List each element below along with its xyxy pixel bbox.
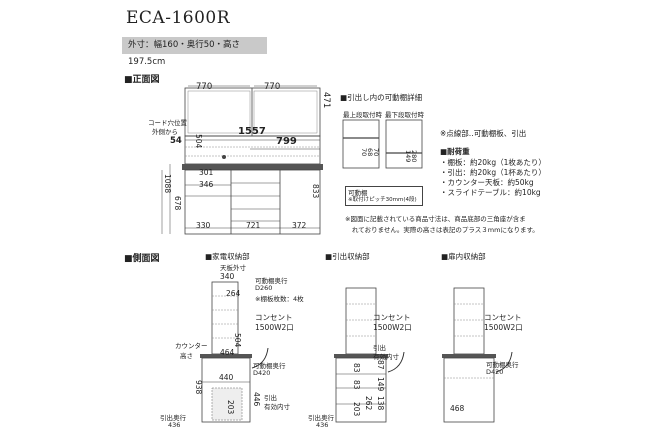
dim-b-2: 280 (410, 150, 418, 163)
dim-a-1: 70 (360, 148, 368, 157)
drawer-depth-label: 引出奥行 (160, 414, 186, 422)
dim-w340: 340 (220, 272, 235, 281)
cord-label-2: 外側から (152, 128, 178, 136)
dim-d264: 264 (226, 289, 241, 298)
outlet-label-3: コンセント (484, 313, 522, 322)
dim-b-1: 149 (404, 150, 412, 163)
door-shelf-depth-value: D420 (486, 368, 504, 376)
outlet-label-2: コンセント (373, 313, 411, 322)
appliance-side-drawing (200, 281, 269, 423)
dim-h504: 504 (194, 134, 203, 149)
front-view-drawing (161, 85, 323, 235)
dim-upper-right: 770 (264, 82, 281, 92)
outlet-spec-3: 1500W2口 (484, 323, 523, 332)
load-item-4: ・スライドテーブル：約10kg (440, 188, 541, 197)
top-outer-label: 天板外寸 (220, 264, 246, 272)
cord-hole-marker (222, 155, 226, 159)
dim-w372: 372 (292, 221, 307, 230)
dotted-note: ※点線部‥可動棚板、引出 (440, 129, 527, 138)
dim-shelf-width: 799 (276, 136, 297, 147)
dim-a-2: 68 (366, 148, 374, 157)
dim-w330: 330 (196, 221, 211, 230)
dim-a-3: 70 (372, 148, 380, 157)
dim-h203: 203 (226, 400, 235, 415)
drawer-inner-label-2: 有効内寸 (373, 353, 399, 361)
dim-h446: 446 (252, 392, 261, 407)
cord-value: 54 (170, 136, 182, 146)
drawer-dim-4: 262 (364, 396, 373, 411)
cord-label-1: コード穴位置 (148, 119, 187, 127)
pitch-note: ※取付けピッチ30mm(4段) (348, 197, 417, 203)
dim-total-width: 1557 (238, 126, 266, 137)
front-view-title: ■正面図 (124, 75, 160, 85)
dimensions-bar: 外寸：幅160・奥行50・高さ197.5cm (122, 37, 267, 67)
load-item-2: ・引出：約20kg（1杯あたり） (440, 168, 546, 177)
dim-w721: 721 (246, 221, 261, 230)
outlet-spec-1: 1500W2口 (255, 323, 294, 332)
shelf2-depth: D420 (253, 369, 271, 377)
drawer2-depth-label: 引出奥行 (308, 414, 334, 422)
note-line-2: れておりません。実際の高さは表記のプラス３mmになります。 (352, 226, 539, 234)
drawer-detail-drawing (342, 119, 423, 169)
drawer-inner-label-1: 引出 (373, 344, 386, 352)
dim-h938: 938 (194, 380, 203, 395)
label-top-mount: 最上段取付時 (343, 111, 382, 119)
model-number: ECA-1600R (126, 8, 231, 28)
shelf-depth-value: D260 (255, 284, 273, 292)
drawer-dim-2: 149 (376, 377, 385, 392)
drawer-section-title: ■引出収納部 (325, 252, 370, 261)
dim-w468: 468 (450, 404, 465, 413)
drawer-inner-1: 引出 (264, 394, 277, 402)
drawer-inner-2: 有効内寸 (264, 403, 290, 411)
door-shelf-depth-label: 可動棚奥行 (486, 361, 519, 369)
drawer-dim-3: 138 (376, 396, 385, 411)
movable-shelf-label: 可動棚 (348, 189, 368, 197)
dim-upper-left: 770 (196, 82, 213, 92)
door-side-drawing (442, 287, 513, 423)
dim-w464: 464 (220, 348, 235, 357)
label-bottom-mount: 最下段取付時 (385, 111, 424, 119)
side-view-title: ■側面図 (124, 254, 160, 264)
dim-h346: 346 (199, 180, 214, 189)
dim-h301: 301 (199, 168, 214, 177)
outlet-spec-2: 1500W2口 (373, 323, 412, 332)
movable-shelf-box: 可動棚 ※取付けピッチ30mm(4段) (345, 186, 423, 206)
load-title: ■耐荷重 (440, 147, 470, 156)
drawer-inner-dim-3: 203 (352, 402, 361, 417)
dim-h678: 678 (173, 196, 182, 211)
note-line-1: ※図面に記載されている商品寸法は、商品底部の三角座が含ま (345, 215, 526, 223)
appliance-title: ■家電収納部 (205, 252, 250, 261)
outlet-label-1: コンセント (255, 313, 293, 322)
drawer-dim-1: 87 (376, 360, 385, 370)
counter-height-label: 高さ (180, 352, 193, 360)
dim-w440: 440 (219, 373, 234, 382)
drawer2-depth-value: 436 (316, 421, 329, 429)
load-item-1: ・棚板：約20kg（1枚あたり） (440, 158, 546, 167)
dim-h504-side: 504 (233, 333, 242, 348)
dim-upper-height: 471 (321, 92, 331, 109)
dim-h833: 833 (311, 184, 320, 199)
shelf2-label: 可動棚奥行 (253, 362, 286, 370)
drawer-detail-title: ■引出し内の可動棚詳細 (340, 93, 423, 102)
drawer-inner-dim-2: 83 (352, 380, 361, 390)
drawer-side-drawing (334, 287, 405, 423)
load-item-3: ・カウンター天板：約50kg (440, 178, 534, 187)
drawer-inner-dim-1: 83 (352, 363, 361, 373)
door-section-title: ■扉内収納部 (441, 252, 486, 261)
dim-h1088: 1088 (163, 174, 172, 194)
counter-label: カウンター (175, 342, 208, 350)
shelf-count: ※棚板枚数：4枚 (255, 295, 304, 303)
shelf-depth-label: 可動棚奥行 (255, 277, 288, 285)
drawer-depth-value: 436 (168, 421, 181, 429)
